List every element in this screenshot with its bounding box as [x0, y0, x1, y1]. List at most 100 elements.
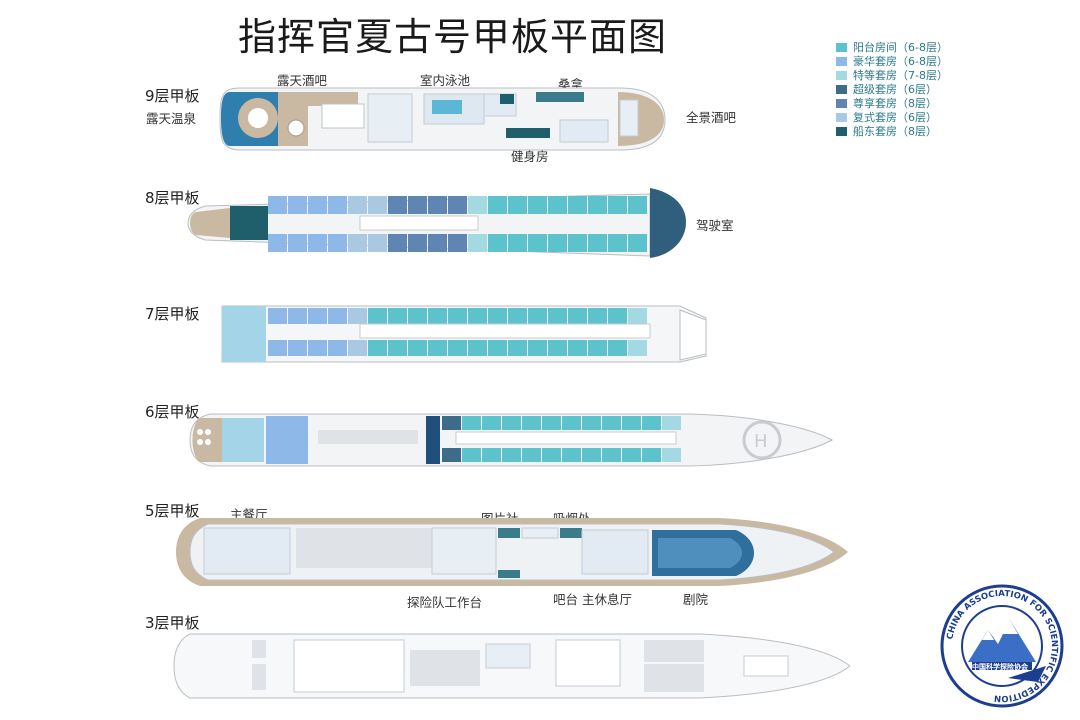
cabin	[642, 416, 661, 430]
callout-outdoor-hot-spring: 露天温泉	[146, 111, 197, 126]
deck-7-label: 7层甲板	[145, 305, 200, 323]
cabin	[568, 340, 587, 356]
callout-photo-club: 图片社	[481, 511, 519, 526]
legend-swatch	[836, 56, 847, 66]
cabin	[608, 234, 627, 252]
cabin	[622, 448, 641, 462]
svg-text:H: H	[754, 431, 768, 452]
cabin	[448, 308, 467, 324]
cabin	[528, 234, 547, 252]
cabin	[582, 416, 601, 430]
legend-label: 复式套房（6层）	[853, 111, 937, 124]
legend-item: 阳台房间（6-8层）	[836, 40, 948, 54]
cabin	[308, 234, 327, 252]
cabin	[268, 196, 287, 214]
cabin	[408, 308, 427, 324]
cabin	[602, 416, 621, 430]
cabin	[662, 448, 681, 462]
cabin	[582, 448, 601, 462]
cabin	[528, 196, 547, 214]
cabin	[508, 234, 527, 252]
cabin	[628, 196, 647, 214]
cabin	[588, 340, 607, 356]
cabin	[548, 308, 567, 324]
cabin	[542, 416, 561, 430]
callout-smoking-area: 吸烟处	[553, 511, 591, 526]
deck-5-plan	[176, 518, 848, 586]
legend-item: 超级套房（6层）	[836, 82, 948, 96]
cabin	[588, 234, 607, 252]
cabin	[348, 340, 367, 356]
cabin	[428, 308, 447, 324]
cabin	[428, 196, 447, 214]
cabin	[562, 416, 581, 430]
callout-indoor-pool: 室内泳池	[420, 73, 471, 88]
cabin	[588, 308, 607, 324]
legend-swatch	[836, 70, 847, 80]
cabin	[468, 234, 487, 252]
cabin	[502, 448, 521, 462]
callout-theater: 剧院	[683, 592, 709, 607]
cabin	[442, 448, 461, 462]
cabin	[448, 234, 467, 252]
legend-item: 尊享套房（8层）	[836, 96, 948, 110]
cabin	[548, 234, 567, 252]
callout-outdoor-bar: 露天酒吧	[277, 73, 328, 88]
legend-swatch	[836, 112, 847, 122]
cabin	[462, 448, 481, 462]
cabin	[622, 416, 641, 430]
cabin	[522, 448, 541, 462]
cabin	[388, 234, 407, 252]
cabin	[348, 234, 367, 252]
deck-6-plan: H	[189, 413, 834, 467]
callout-panorama-bar: 全景酒吧	[686, 110, 737, 125]
cabin	[368, 308, 387, 324]
cabin	[482, 416, 501, 430]
cabin	[628, 308, 647, 324]
cabin	[368, 340, 387, 356]
cabin	[568, 196, 587, 214]
cabin	[502, 416, 521, 430]
cabin	[448, 196, 467, 214]
deck-3-plan	[173, 633, 851, 699]
callout-restaurant-9: 餐厅	[342, 113, 368, 128]
cabin	[528, 340, 547, 356]
cabin	[408, 340, 427, 356]
cabin	[528, 308, 547, 324]
cabin	[368, 196, 387, 214]
logo-cn-text: 中国科学探险协会	[972, 663, 1028, 671]
cabin	[388, 340, 407, 356]
cabin	[488, 234, 507, 252]
cabin	[368, 234, 387, 252]
cabin	[562, 448, 581, 462]
legend-item: 豪华套房（6-8层）	[836, 54, 948, 68]
cabin	[408, 196, 427, 214]
cabin	[328, 196, 347, 214]
cabin	[488, 308, 507, 324]
cabin	[288, 196, 307, 214]
callout-main-dining: 主餐厅	[230, 507, 268, 522]
cabin	[328, 340, 347, 356]
legend-label: 特等套房（7-8层）	[853, 69, 948, 82]
cabin	[608, 308, 627, 324]
deck-9-plan	[219, 87, 666, 151]
deck-7-plan	[221, 305, 707, 363]
cabin	[568, 234, 587, 252]
cabin	[602, 448, 621, 462]
legend-swatch	[836, 98, 847, 108]
cabin	[548, 196, 567, 214]
cabin	[328, 308, 347, 324]
cabin	[388, 308, 407, 324]
legend-label: 豪华套房（6-8层）	[853, 55, 948, 68]
deck-5-label: 5层甲板	[145, 502, 200, 520]
legend-label: 超级套房（6层）	[853, 83, 937, 96]
cabin	[428, 340, 447, 356]
cabin	[508, 196, 527, 214]
callout-bridge: 驾驶室	[696, 218, 734, 233]
legend-label: 阳台房间（6-8层）	[853, 41, 948, 54]
cabin	[428, 234, 447, 252]
cabin	[568, 308, 587, 324]
cabin	[542, 448, 561, 462]
legend-item: 船东套房（8层）	[836, 124, 948, 138]
legend-swatch	[836, 126, 847, 136]
